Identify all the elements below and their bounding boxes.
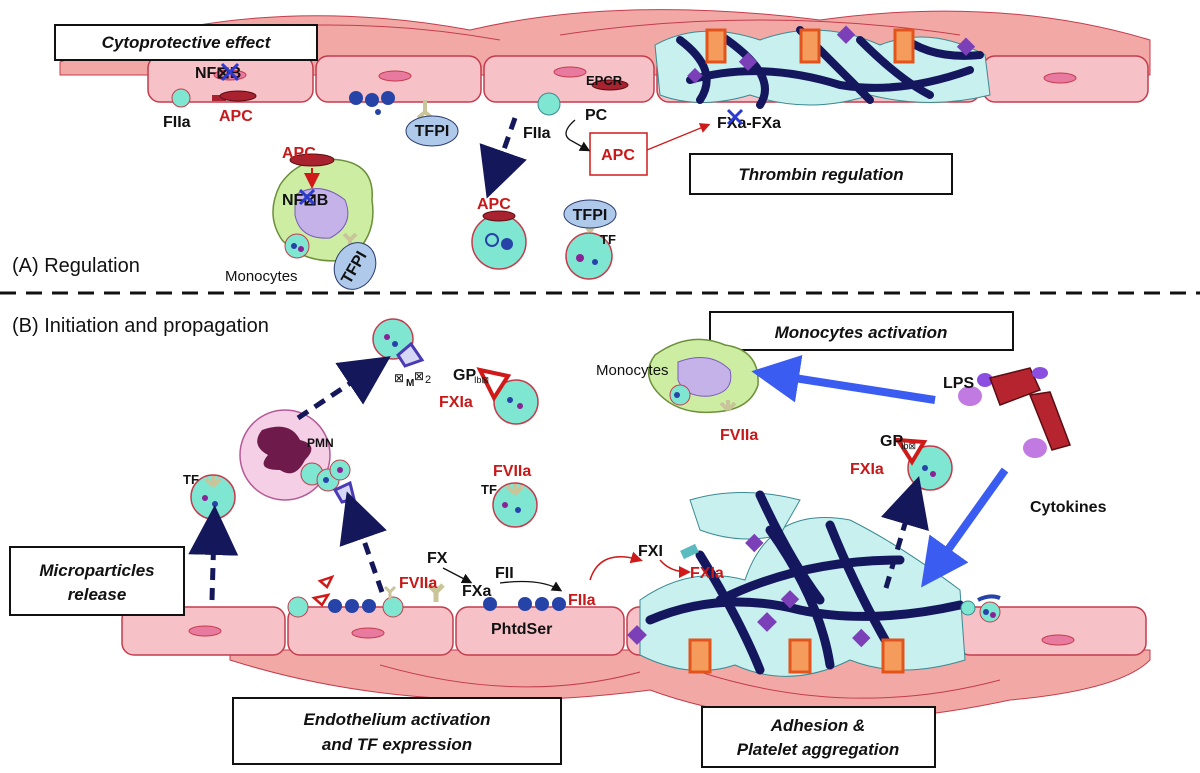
gp-sub-2: Ib⊠	[901, 441, 916, 451]
section-b-title: (B) Initiation and propagation	[12, 315, 269, 337]
gpib-microparticle-1	[476, 367, 539, 425]
pmn-cell	[239, 409, 356, 504]
dashed-arrow-tf-release	[188, 505, 239, 601]
adhesion-aggregation-box	[701, 706, 936, 768]
adhesion-label-1: Adhesion &	[770, 716, 865, 735]
pc-to-apc-arrow	[565, 119, 591, 152]
monocyte-b	[647, 338, 759, 414]
tf-label-a: TF	[600, 232, 616, 247]
dashed-arrow-gpib	[880, 476, 929, 589]
endothelium-row-a	[147, 55, 1149, 103]
gp-label-2: GP	[880, 433, 903, 450]
platelet-aggregate-a	[654, 25, 991, 109]
apc-box	[589, 132, 648, 176]
tfpi-label-2: TFPI	[573, 207, 608, 224]
fiia-label-b: FIIa	[568, 592, 596, 609]
nfkb-label-1: NF⊠B	[195, 65, 241, 82]
phospholipid-dots	[287, 583, 566, 618]
apc-microparticle	[471, 210, 527, 270]
apc-label-1: APC	[219, 108, 253, 125]
monocytes-label-a: Monocytes	[225, 268, 298, 285]
tf-label-2: TF	[481, 482, 497, 497]
fxa-fxa-label: FXa-FXa	[717, 115, 781, 132]
fii-label: FII	[495, 565, 514, 582]
dashed-arrow-pmn	[339, 491, 387, 593]
apc-label-2: APC	[601, 147, 635, 164]
cytokines-label: Cytokines	[1030, 499, 1107, 516]
fx-label: FX	[427, 550, 448, 567]
inhibition-cross-3	[298, 188, 316, 206]
mac1-label-sub: M	[406, 378, 414, 389]
fxia-label-2: FXIa	[850, 461, 884, 478]
monocytes-activation-label: Monocytes activation	[775, 323, 948, 342]
mac1-label-a: ⊠	[394, 371, 404, 385]
lps-label: LPS	[943, 375, 974, 392]
gp-sub-1: Ib⊠	[474, 375, 489, 385]
microparticle-dashed-arrow-a	[479, 117, 527, 199]
pmn-label: PMN	[307, 436, 334, 450]
endothelium-activation-box	[232, 697, 562, 765]
thrombin-regulation-label: Thrombin regulation	[738, 165, 903, 184]
fxia-label-1: FXIa	[439, 394, 473, 411]
fviia-label-2: FVIIa	[720, 427, 758, 444]
apc-label-4: APC	[282, 145, 316, 162]
cytoprotective-box: Cytoprotective effect	[54, 24, 318, 61]
epcr-label: EPCR	[586, 73, 623, 88]
endothelium-label-1: Endothelium activation	[303, 710, 490, 729]
thrombin-regulation-box	[689, 153, 953, 195]
fiia-to-fxia-arrow	[589, 551, 643, 581]
mac1-microparticle	[372, 318, 425, 368]
microparticles-label-2: release	[68, 585, 127, 604]
tf-label-1: TF	[183, 472, 199, 487]
monocytes-activation-box	[709, 311, 1014, 351]
inhibition-cross-2	[726, 108, 744, 126]
phtdser-label: PhtdSer	[491, 621, 552, 638]
adhesion-label-2: Platelet aggregation	[737, 740, 899, 759]
fviia-label-3: FVIIa	[399, 575, 437, 592]
microparticles-release-box	[9, 546, 185, 616]
lps-to-monocyte-arrow	[751, 354, 936, 404]
lps-cytokines	[958, 367, 1071, 458]
fxa-label: FXa	[462, 583, 491, 600]
tf-fragment-1	[311, 593, 331, 607]
tfpi-microparticle	[563, 199, 617, 280]
mac1-label-b: ⊠	[414, 369, 424, 383]
apc-label-3: APC	[477, 196, 511, 213]
platelet-aggregate-b	[627, 490, 966, 677]
tfpi-label-1: TFPI	[415, 123, 450, 140]
fxi-to-fxia-arrow	[659, 559, 691, 578]
fxi-label: FXI	[638, 543, 663, 560]
cytoprotective-label: Cytoprotective effect	[102, 33, 272, 52]
blood-cells-a	[171, 79, 629, 147]
pc-label: PC	[585, 107, 608, 124]
fii-to-fiia-arrow	[499, 580, 563, 592]
microparticles-label-1: Microparticles	[39, 561, 154, 580]
inhibition-cross-1	[220, 62, 240, 82]
mac1-label-num: 2	[425, 374, 431, 386]
fx-to-fxa-arrow	[442, 567, 473, 584]
fiia-label-1: FIIa	[163, 114, 191, 131]
fiia-label-2: FIIa	[523, 125, 551, 142]
fviia-label-1: FVIIa	[493, 463, 531, 480]
section-a-title: (A) Regulation	[12, 255, 140, 277]
monocytes-label-b: Monocytes	[596, 362, 669, 379]
right-platelets	[960, 594, 1001, 623]
apc-to-fxa-arrow	[646, 123, 711, 151]
tf-fragment-2	[317, 574, 335, 589]
fxia-label-3: FXIa	[690, 565, 724, 582]
tf-microparticle-2	[492, 482, 538, 528]
monocyte-a	[272, 153, 377, 290]
dashed-arrow-mac1	[296, 356, 391, 421]
cytokines-to-aggregation-arrow	[921, 467, 1009, 588]
gp-label-1: GP	[453, 367, 476, 384]
endothelium-label-2: and TF expression	[322, 735, 472, 754]
